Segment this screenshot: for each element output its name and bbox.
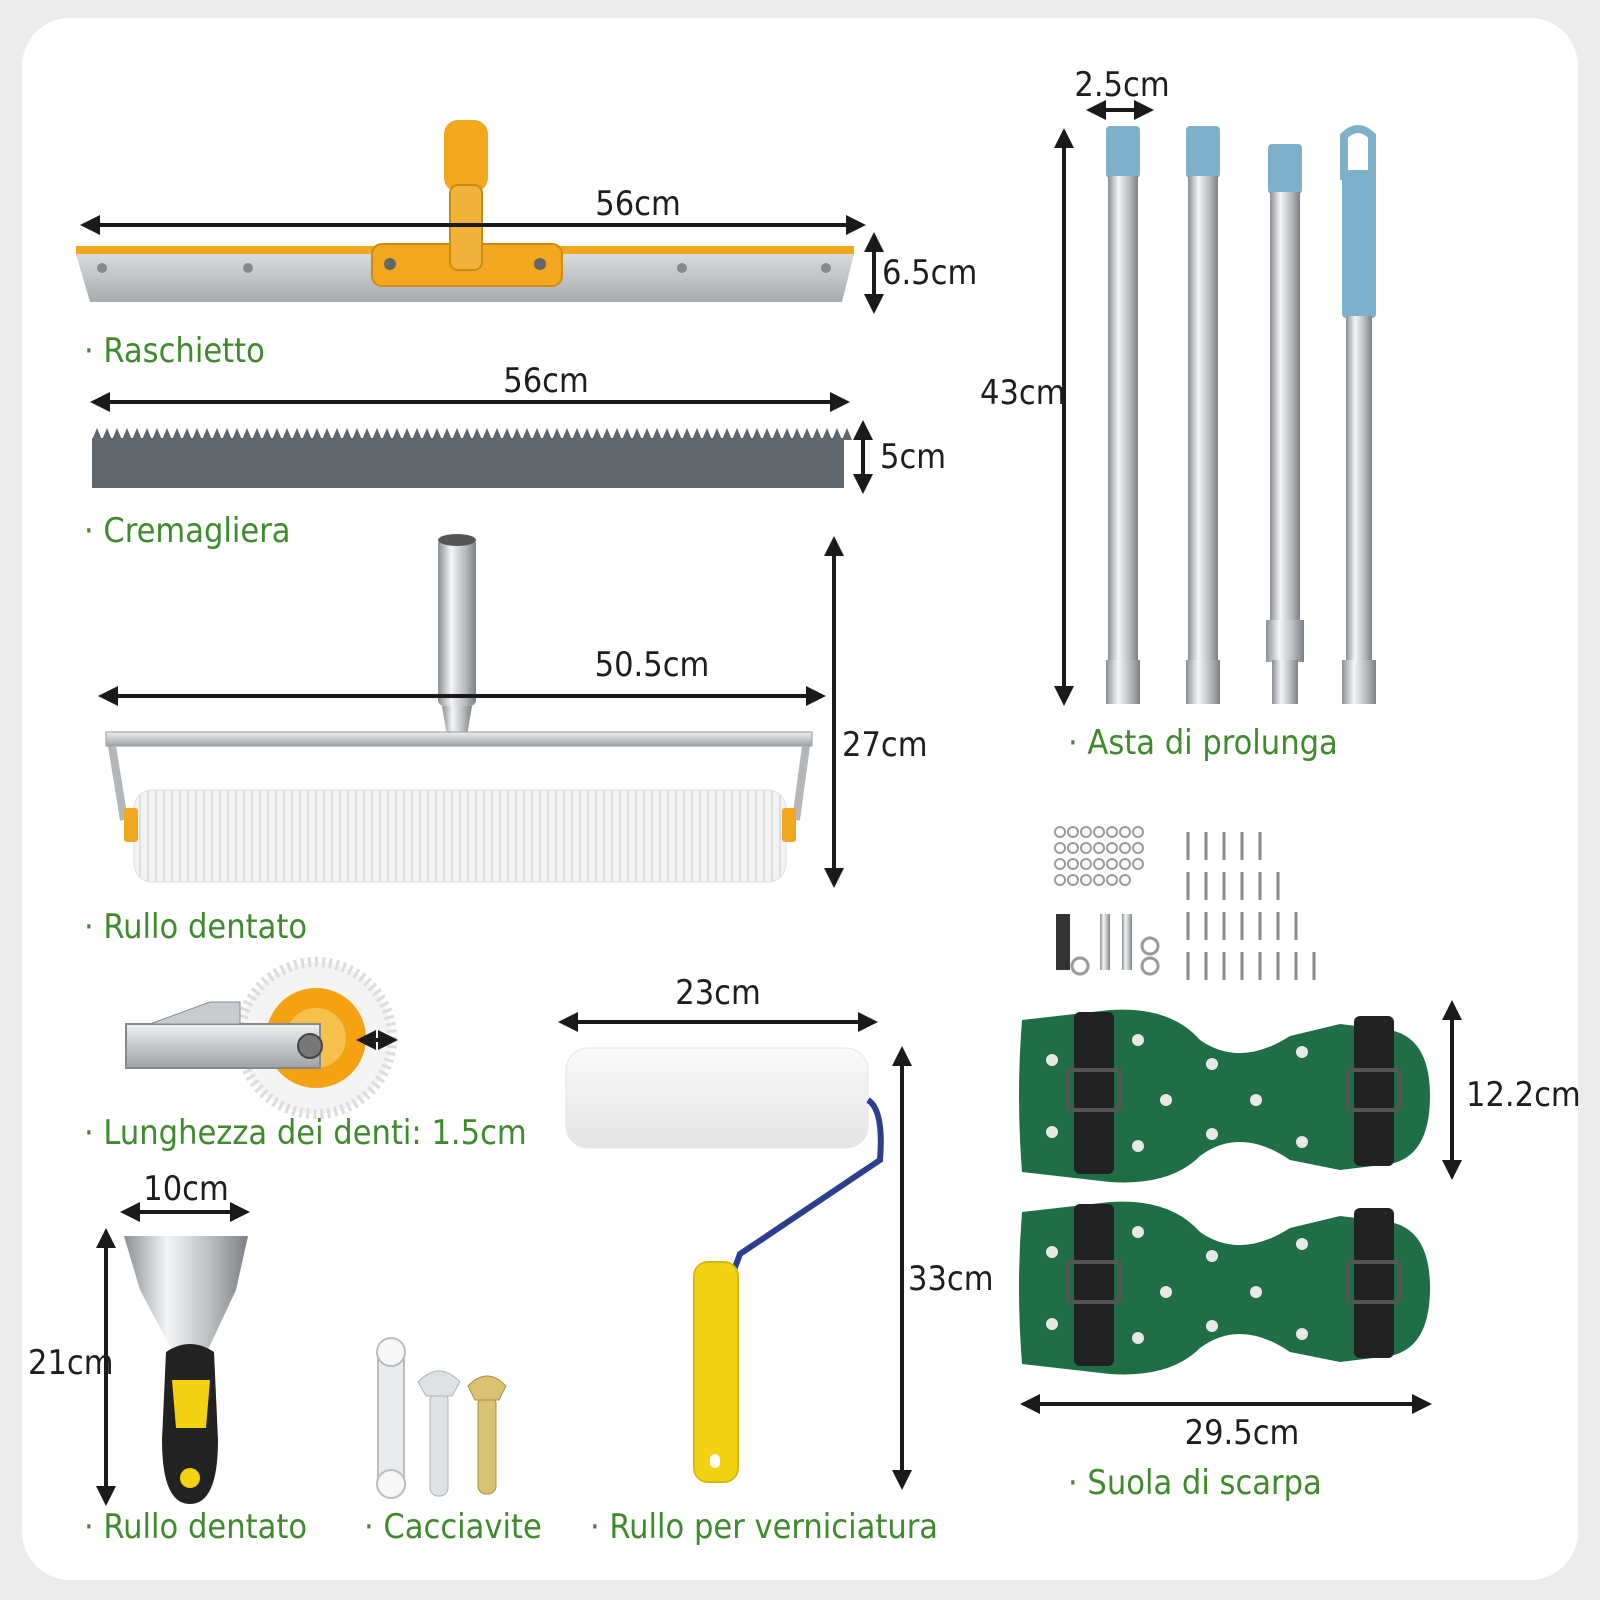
raschietto-width-label: 56cm	[595, 184, 681, 224]
serrated-blade-icon	[92, 428, 852, 488]
spiked-roller-icon	[105, 534, 813, 883]
rullo-vernice-caption: · Rullo per verniciatura	[590, 1507, 938, 1547]
denti-caption: · Lunghezza dei denti: 1.5cm	[84, 1113, 527, 1153]
suola-height-label: 12.2cm	[1466, 1075, 1581, 1115]
asta-height-label: 43cm	[980, 373, 1066, 413]
rullo-dentato-caption: · Rullo dentato	[84, 907, 307, 947]
rullo-dentato-height-label: 27cm	[842, 725, 928, 765]
cacciavite-caption: · Cacciavite	[364, 1507, 542, 1547]
spatola-caption: · Rullo dentato	[84, 1507, 307, 1547]
suola-caption: · Suola di scarpa	[1068, 1463, 1322, 1503]
asta-caption: · Asta di prolunga	[1068, 723, 1338, 763]
squeegee-icon	[76, 120, 854, 302]
asta-width-label: 2.5cm	[1074, 65, 1169, 105]
screws-and-nuts-icon	[1054, 826, 1316, 980]
spike-detail-icon	[125, 957, 397, 1119]
wrench-icon	[376, 1337, 507, 1499]
extension-pole-icon	[1106, 125, 1376, 704]
spiked-sole-icon	[1019, 1009, 1430, 1375]
rullo-vernice-width-label: 23cm	[675, 973, 761, 1013]
raschietto-height-label: 6.5cm	[882, 253, 977, 293]
cremagliera-width-label: 56cm	[503, 361, 589, 401]
spatola-width-label: 10cm	[143, 1169, 229, 1209]
spatola-height-label: 21cm	[28, 1343, 114, 1383]
suola-width-label: 29.5cm	[1185, 1413, 1300, 1453]
cremagliera-caption: · Cremagliera	[84, 511, 291, 551]
rullo-vernice-height-label: 33cm	[908, 1259, 994, 1299]
putty-knife-icon	[124, 1236, 248, 1504]
cremagliera-height-label: 5cm	[880, 437, 946, 477]
rullo-dentato-width-label: 50.5cm	[595, 645, 710, 685]
paint-roller-icon	[565, 1047, 884, 1483]
raschietto-caption: · Raschietto	[84, 331, 265, 371]
